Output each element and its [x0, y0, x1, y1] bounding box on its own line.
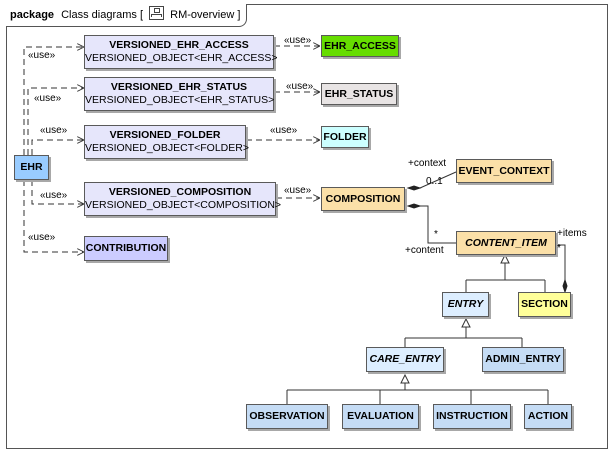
class-name: ACTION	[527, 410, 569, 422]
class-ehr[interactable]: EHR	[14, 155, 49, 180]
class-name: EHR_STATUS	[324, 88, 394, 100]
class-event-context[interactable]: EVENT_CONTEXT	[456, 159, 552, 183]
class-name: VERSIONED_EHR_ACCESS	[109, 39, 249, 51]
class-admin-entry[interactable]: ADMIN_ENTRY	[482, 347, 564, 372]
package-keyword: package	[10, 9, 55, 21]
class-observation[interactable]: OBSERVATION	[246, 404, 328, 429]
class-folder[interactable]: FOLDER	[321, 126, 369, 148]
class-name: EHR	[20, 161, 43, 173]
package-path-close: ]	[237, 9, 241, 21]
class-stereotype: VERSIONED_OBJECT<EHR_STATUS>	[85, 94, 275, 106]
class-action[interactable]: ACTION	[524, 404, 572, 429]
class-versioned-ehr-access[interactable]: VERSIONED_EHR_ACCESS VERSIONED_OBJECT<EH…	[84, 35, 278, 69]
class-versioned-ehr-status[interactable]: VERSIONED_EHR_STATUS VERSIONED_OBJECT<EH…	[84, 77, 274, 111]
class-evaluation[interactable]: EVALUATION	[342, 404, 419, 429]
class-versioned-composition[interactable]: VERSIONED_COMPOSITION VERSIONED_OBJECT<C…	[84, 182, 282, 216]
class-ehr-access[interactable]: EHR_ACCESS	[321, 35, 399, 57]
package-path: Class diagrams [	[61, 9, 144, 21]
package-tab: package Class diagrams [ RM-overview ]	[6, 4, 248, 27]
class-name: EVALUATION	[347, 410, 414, 422]
association-items	[556, 244, 566, 292]
class-name: EHR_ACCESS	[324, 40, 396, 52]
content-role-label: +content	[405, 245, 444, 256]
class-name: CONTENT_ITEM	[465, 237, 547, 249]
class-name: EVENT_CONTEXT	[458, 165, 550, 177]
class-name: ENTRY	[447, 298, 484, 310]
generalization-entry	[404, 327, 523, 347]
class-stereotype: VERSIONED_OBJECT<EHR_ACCESS>	[85, 52, 278, 64]
context-multiplicity-label: 0..1	[426, 176, 443, 187]
class-name: VERSIONED_COMPOSITION	[108, 186, 252, 198]
use-label: «use»	[28, 232, 56, 243]
use-label: «use»	[40, 125, 68, 136]
class-versioned-folder[interactable]: VERSIONED_FOLDER VERSIONED_OBJECT<FOLDER…	[84, 125, 249, 159]
use-dependency-versioned-ehr-access	[23, 47, 84, 155]
class-care-entry[interactable]: CARE_ENTRY	[366, 347, 444, 372]
class-name: INSTRUCTION	[436, 410, 508, 422]
class-contribution[interactable]: CONTRIBUTION	[84, 236, 168, 261]
class-composition[interactable]: COMPOSITION	[321, 187, 405, 211]
use-dependency-versioned-composition	[31, 180, 84, 204]
class-stereotype: VERSIONED_OBJECT<COMPOSITION>	[85, 199, 282, 211]
class-name: FOLDER	[323, 131, 367, 143]
class-stereotype: VERSIONED_OBJECT<FOLDER>	[85, 142, 249, 154]
class-name: COMPOSITION	[325, 193, 401, 205]
association-context	[419, 171, 457, 189]
use-label: «use»	[270, 125, 298, 136]
association-content	[420, 205, 456, 244]
items-multiplicity-label: *	[557, 243, 561, 254]
use-label: «use»	[284, 35, 312, 46]
generalization-content-item	[465, 263, 546, 292]
class-section[interactable]: SECTION	[518, 292, 571, 317]
class-name: VERSIONED_EHR_STATUS	[110, 81, 248, 93]
class-name: VERSIONED_FOLDER	[109, 129, 221, 141]
content-multiplicity-label: *	[434, 229, 438, 240]
items-role-label: +items	[557, 228, 587, 239]
class-name: CONTRIBUTION	[85, 242, 167, 254]
class-entry[interactable]: ENTRY	[442, 292, 489, 317]
generalization-care-entry	[286, 383, 549, 404]
use-label: «use»	[284, 185, 312, 196]
use-dependency-versioned-folder	[31, 140, 84, 155]
class-name: ADMIN_ENTRY	[485, 353, 561, 365]
class-name: CARE_ENTRY	[369, 353, 441, 365]
use-label: «use»	[28, 50, 56, 61]
use-dependency-versioned-ehr-status	[27, 88, 84, 155]
diagram-name[interactable]: RM-overview	[170, 9, 235, 21]
class-instruction[interactable]: INSTRUCTION	[433, 404, 511, 429]
context-role-label: +context	[408, 158, 447, 169]
class-diagram-icon	[149, 6, 165, 20]
class-ehr-status[interactable]: EHR_STATUS	[321, 83, 397, 105]
class-name: SECTION	[521, 298, 568, 310]
use-label: «use»	[40, 190, 68, 201]
class-content-item[interactable]: CONTENT_ITEM	[456, 231, 556, 255]
class-name: OBSERVATION	[249, 410, 325, 422]
use-dependency-contribution	[23, 180, 84, 252]
use-label: «use»	[34, 93, 62, 104]
use-label: «use»	[286, 81, 314, 92]
